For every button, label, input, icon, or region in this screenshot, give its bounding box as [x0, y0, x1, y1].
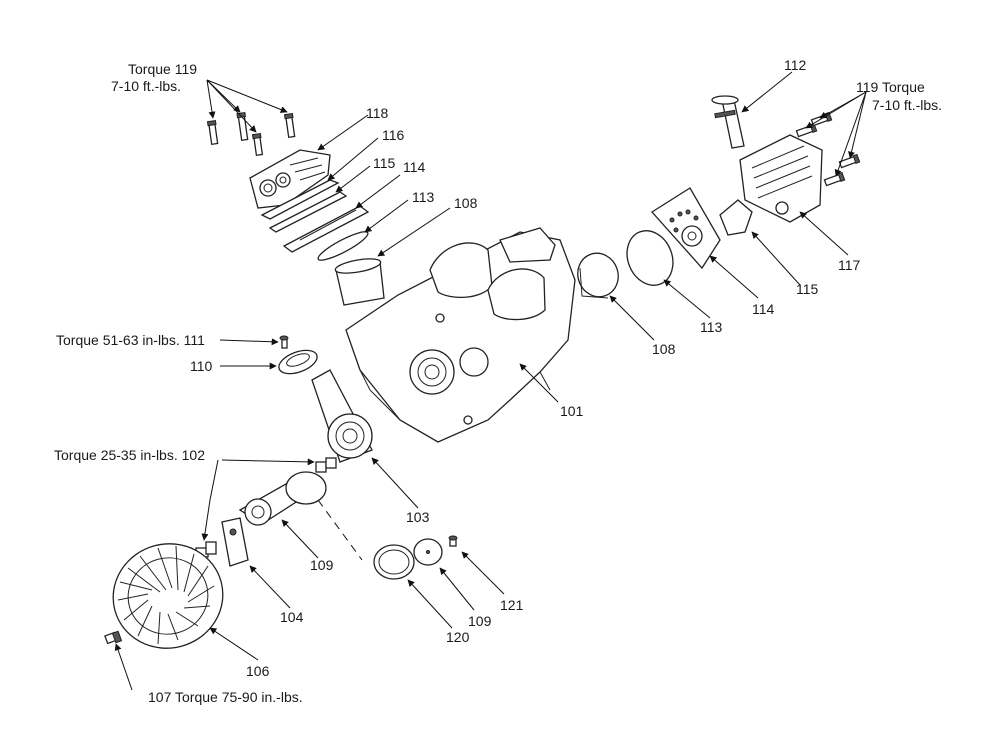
label-torque-119-right-spec: 7-10 ft.-lbs.: [872, 97, 942, 113]
bolts-119-left: [206, 112, 296, 157]
leader-lines: [114, 71, 867, 691]
valve-plate-114-right: [651, 187, 721, 270]
label-114-left: 114: [403, 159, 426, 175]
screw-111: [279, 335, 289, 349]
label-115-left: 115: [373, 155, 396, 171]
gasket-113-right: [626, 230, 674, 286]
cylinder-head-118: [249, 149, 331, 209]
plate-109-lower: [413, 538, 443, 566]
label-101: 101: [560, 403, 584, 419]
valve-plate-114-left: [282, 205, 370, 253]
bearing-cover-110: [278, 349, 318, 375]
label-113-left: 113: [412, 189, 435, 205]
cylinder-head-117: [739, 134, 823, 223]
label-109-lower: 109: [468, 613, 492, 629]
label-118: 118: [366, 105, 389, 121]
label-117: 117: [838, 257, 861, 273]
label-108-right: 108: [652, 341, 676, 357]
label-torque-119-left-spec: 7-10 ft.-lbs.: [111, 78, 181, 94]
label-torque-119-right: 119 Torque: [856, 79, 925, 95]
bolt-107: [104, 630, 123, 645]
screw-102: [315, 457, 337, 473]
sleeve-108-right: [577, 252, 619, 299]
sleeve-108-left: [334, 258, 385, 306]
label-108-left: 108: [454, 195, 478, 211]
label-120: 120: [446, 629, 470, 645]
fan-106: [112, 543, 224, 649]
gasket-113-left: [317, 231, 369, 261]
unloader-tube-112: [711, 95, 745, 149]
connecting-rod-103: [311, 369, 373, 463]
label-113-right: 113: [700, 319, 723, 335]
gasket-115-right: [719, 199, 753, 236]
fan-key-104: [221, 517, 249, 567]
label-106: 106: [246, 663, 270, 679]
label-114-right: 114: [752, 301, 775, 317]
callout-labels: Torque 119 7-10 ft.-lbs. 118 116 115 114…: [54, 57, 942, 705]
label-112: 112: [784, 57, 807, 73]
label-104: 104: [280, 609, 304, 625]
label-115-right: 115: [796, 281, 819, 297]
label-109-upper: 109: [310, 557, 334, 573]
label-116: 116: [382, 127, 405, 143]
label-103: 103: [406, 509, 430, 525]
eccentric-109-upper: [238, 471, 363, 561]
gasket-120: [373, 544, 415, 580]
label-121: 121: [500, 597, 524, 613]
label-torque-111: Torque 51-63 in-lbs. 111: [56, 332, 205, 348]
crankcase-101: [345, 227, 576, 443]
label-torque-102: Torque 25-35 in-lbs. 102: [54, 447, 205, 463]
label-torque-107: 107 Torque 75-90 in.-lbs.: [148, 689, 303, 705]
label-torque-119-left: Torque 119: [128, 61, 197, 77]
gasket-115-left: [268, 191, 348, 233]
screw-121: [448, 535, 458, 547]
label-110: 110: [190, 358, 213, 374]
gasket-116: [260, 179, 340, 220]
